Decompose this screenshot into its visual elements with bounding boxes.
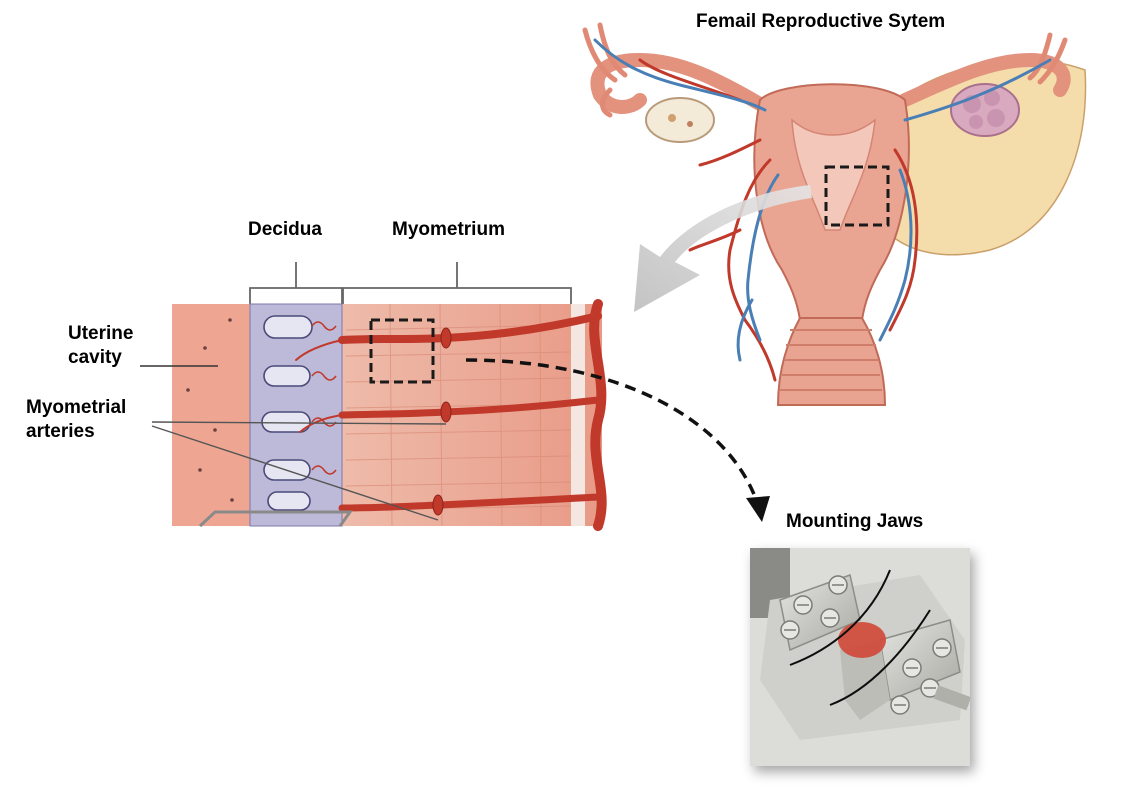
left-ovary [646,98,714,142]
myometrial-arteries-label-line2: arteries [26,420,126,444]
diagram-title: Femail Reproductive Sytem [696,10,945,34]
dashed-arrow-head [746,496,770,522]
uterine-cavity-label-line2: cavity [68,346,133,370]
myometrial-arteries-label-line1: Myometrial [26,396,126,420]
decidua-bracket [250,262,342,304]
decidua-label: Decidua [248,218,322,242]
uterine-wall-section [140,262,602,526]
uterine-cavity-label: Uterine cavity [68,322,133,370]
myometrium-label: Myometrium [392,218,505,242]
mounting-jaws-label: Mounting Jaws [786,510,923,534]
mounting-jaws-photo [750,548,971,766]
uterine-cavity-label-line1: Uterine [68,323,133,344]
myometrium-bracket [343,262,571,304]
myometrial-arteries-label: Myometrial arteries [26,396,126,444]
cervix-vagina [778,318,885,405]
tissue-sample [838,622,886,658]
reproductive-system-illustration [585,25,1086,405]
